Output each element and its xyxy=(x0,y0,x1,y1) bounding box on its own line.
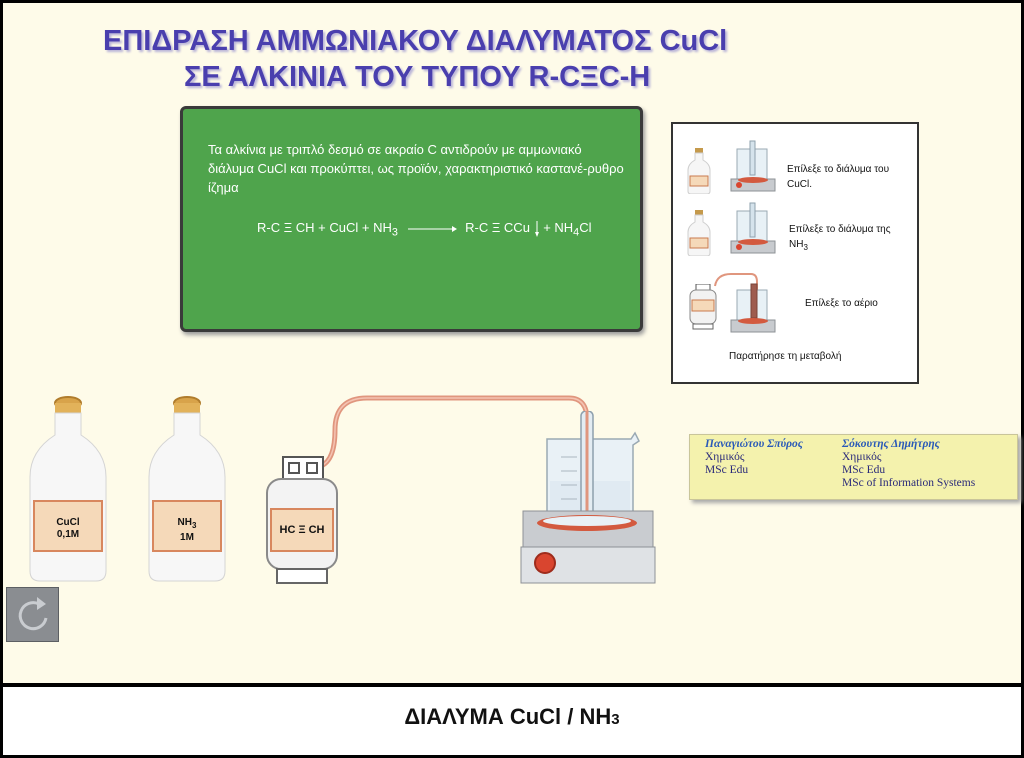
gas-cylinder-icon xyxy=(266,456,338,584)
credits-author-1: Παναγιώτου Σπύρος Χημικός MSc Edu xyxy=(705,438,803,477)
page-title-line-1: ΕΠΙΔΡΑΣΗ ΑΜΜΩΝΙΑΚΟΥ ΔΙΑΛΥΜΑΤΟΣ CuCl xyxy=(103,25,728,57)
step3-label: Επίλεξε το αέριο xyxy=(805,298,878,309)
step2-text-a: Επίλεξε το διάλυμα της xyxy=(789,224,891,235)
step4-label: Παρατήρησε τη μεταβολή xyxy=(729,351,842,362)
step2-text-b: NH3 xyxy=(789,239,808,252)
step1-apparatus-icon[interactable] xyxy=(729,139,777,193)
nh3-bottle-label: NH3 1M xyxy=(177,517,197,543)
credits-box: Παναγιώτου Σπύρος Χημικός MSc Edu Σόκουτ… xyxy=(689,434,1018,500)
equation-reactants: R-C Ξ CH + CuCl + NH xyxy=(257,220,392,235)
gas-cylinder-label: HC Ξ CH xyxy=(279,524,325,536)
step1-bottle-icon[interactable] xyxy=(686,148,712,194)
step1-text-b: CuCl. xyxy=(787,179,813,190)
author-2-title: Χημικός xyxy=(842,451,882,463)
author-1-degree: MSc Edu xyxy=(705,464,749,476)
equation-byproduct-subscript: 4 xyxy=(573,226,580,239)
nh3-bottle[interactable]: NH3 1M xyxy=(148,393,226,583)
reaction-equation: R-C Ξ CH + CuCl + NH3 R-C Ξ CCu + NH4Cl xyxy=(257,220,591,239)
step2-label: Επίλεξε το διάλυμα της NH3 xyxy=(789,222,891,255)
footer-bar: ΔΙΑΛΥΜΑ CuCl / NH3 xyxy=(3,687,1021,755)
precipitate-arrow-icon xyxy=(534,220,539,237)
author-1-title: Χημικός xyxy=(705,451,745,463)
info-board: Τα αλκίνια με τριπλό δεσμό σε ακραίο C α… xyxy=(180,106,643,332)
gas-hose xyxy=(319,395,590,500)
step1-text-a: Επίλεξε το διάλυμα του xyxy=(787,164,890,175)
step3-gas-cylinder-icon[interactable] xyxy=(687,284,719,330)
author-2-name: Σόκουτης Δημήτρης xyxy=(842,438,940,450)
acetylene-cylinder[interactable]: HC Ξ CH xyxy=(265,455,339,585)
step3-apparatus-icon[interactable] xyxy=(707,272,779,334)
page-title-line-2: ΣΕ ΑΛΚΙΝΙΑ ΤΟΥ ΤΥΠΟΥ R-CΞC-H xyxy=(184,61,651,93)
step1-label: Επίλεξε το διάλυμα του CuCl. xyxy=(787,162,889,192)
author-2-degree-2: MSc of Information Systems xyxy=(842,477,976,489)
board-description: Τα αλκίνια με τριπλό δεσμό σε ακραίο C α… xyxy=(208,142,624,195)
equation-byproduct: + NH xyxy=(543,220,574,235)
equation-byproduct-tail: Cl xyxy=(579,220,592,235)
credits-author-2: Σόκουτης Δημήτρης Χημικός MSc Edu MSc of… xyxy=(842,438,975,490)
step2-apparatus-icon[interactable] xyxy=(729,201,777,255)
beaker-hotplate-apparatus xyxy=(520,411,656,584)
step2-bottle-icon[interactable] xyxy=(686,210,712,256)
simulation-panel: ΕΠΙΔΡΑΣΗ ΑΜΜΩΝΙΑΚΟΥ ΔΙΑΛΥΜΑΤΟΣ CuCl ΣΕ Α… xyxy=(3,3,1021,683)
reset-button[interactable] xyxy=(6,587,59,642)
nh3-bottle-icon xyxy=(148,396,226,582)
equation-product: R-C Ξ CCu xyxy=(465,220,530,235)
instructions-panel: Επίλεξε το διάλυμα του CuCl. Επίλεξε το … xyxy=(671,122,919,384)
refresh-icon xyxy=(18,597,48,631)
footer-title: ΔΙΑΛΥΜΑ CuCl / NH3 xyxy=(404,704,620,729)
cucl-bottle-icon xyxy=(29,396,107,582)
cucl-bottle-label: CuCl 0,1M xyxy=(56,517,80,540)
cucl-bottle[interactable]: CuCl 0,1M xyxy=(29,393,107,583)
reaction-arrow-icon xyxy=(407,225,457,232)
equation-reactants-subscript: 3 xyxy=(391,226,398,239)
author-1-name: Παναγιώτου Σπύρος xyxy=(705,438,803,450)
author-2-degree: MSc Edu xyxy=(842,464,886,476)
